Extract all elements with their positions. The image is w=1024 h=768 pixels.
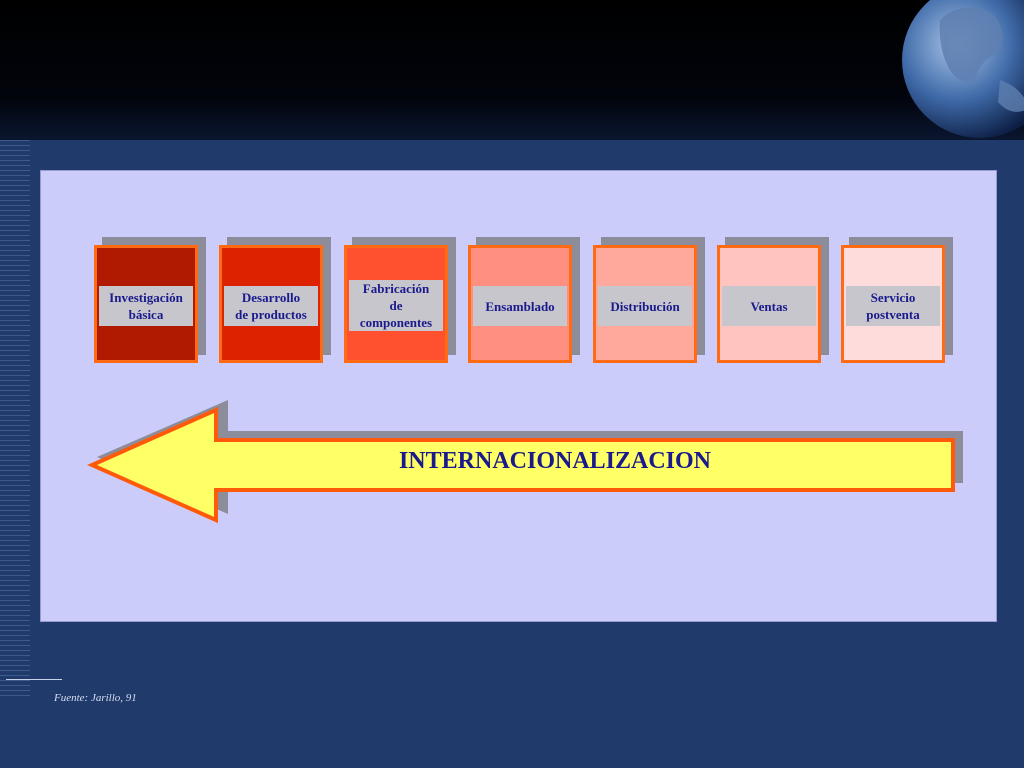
stage-band-top [99, 250, 193, 284]
stage-box: Ensamblado [468, 237, 580, 363]
header-band [0, 0, 1024, 140]
stage-band-top [722, 250, 816, 284]
stage-frame: Ventas [717, 245, 821, 363]
source-divider [6, 679, 62, 680]
stage-label: Servicio postventa [846, 286, 940, 326]
stage-label: Desarrollo de productos [224, 286, 318, 326]
stage-label: Fabricación de componentes [349, 280, 443, 332]
stage-frame: Distribución [593, 245, 697, 363]
stage-band-bottom [99, 328, 193, 358]
stage-band-top [846, 250, 940, 284]
stage-box: Distribución [593, 237, 705, 363]
stage-band-bottom [349, 333, 443, 358]
stage-band-bottom [473, 328, 567, 358]
stage-frame: Investigación básica [94, 245, 198, 363]
decorative-stripes [0, 140, 30, 700]
stage-band-top [598, 250, 692, 284]
stage-frame: Ensamblado [468, 245, 572, 363]
stage-box: Desarrollo de productos [219, 237, 331, 363]
stage-label: Ventas [722, 286, 816, 326]
stage-box: Servicio postventa [841, 237, 953, 363]
stage-band-top [473, 250, 567, 284]
stage-band-bottom [598, 328, 692, 358]
stage-box: Fabricación de componentes [344, 237, 456, 363]
stage-label: Investigación básica [99, 286, 193, 326]
globe-icon [902, 0, 1024, 138]
stage-band-top [349, 250, 443, 279]
stage-label: Ensamblado [473, 286, 567, 326]
stage-label: Distribución [598, 286, 692, 326]
stage-band-top [224, 250, 318, 284]
stage-band-bottom [224, 328, 318, 358]
stage-box: Ventas [717, 237, 829, 363]
arrow-label: INTERNACIONALIZACION [398, 448, 712, 474]
stage-frame: Desarrollo de productos [219, 245, 323, 363]
stage-frame: Fabricación de componentes [344, 245, 448, 363]
source-citation: Fuente: Jarillo, 91 [54, 692, 137, 704]
stage-box: Investigación básica [94, 237, 206, 363]
stage-band-bottom [846, 328, 940, 358]
arrow-shape [87, 406, 955, 524]
stage-frame: Servicio postventa [841, 245, 945, 363]
stage-band-bottom [722, 328, 816, 358]
